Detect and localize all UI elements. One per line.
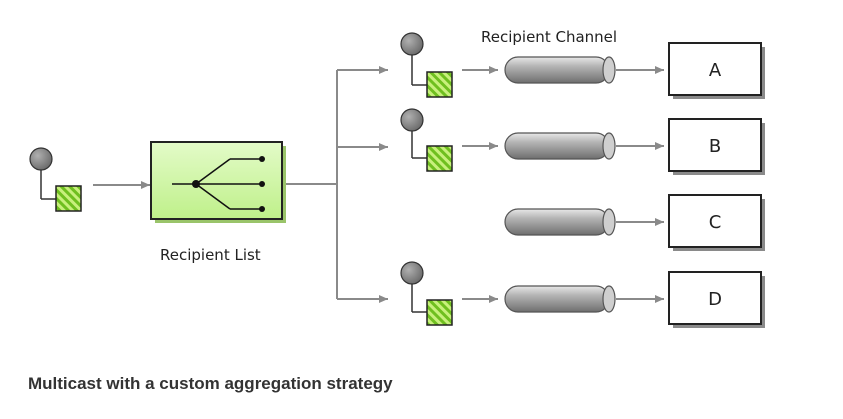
channel-pipe	[504, 132, 616, 160]
message-icon	[426, 71, 453, 98]
recipient-channel-label: Recipient Channel	[481, 28, 617, 46]
recipient-row-d: D	[400, 261, 765, 328]
sender-endpoint	[29, 147, 82, 212]
recipient-row-c: C	[504, 194, 765, 251]
recipient-label-a: A	[709, 60, 722, 81]
channel-pipe	[504, 208, 616, 236]
recipient-row-a: A	[400, 32, 765, 99]
endpoint-ball-icon	[29, 147, 53, 171]
endpoint-ball-icon	[400, 32, 424, 56]
message-icon	[55, 185, 82, 212]
message-icon	[426, 145, 453, 172]
channel-pipe	[504, 56, 616, 84]
recipient-label-b: B	[709, 136, 721, 157]
recipient-box-a	[668, 42, 762, 96]
diagram-caption: Multicast with a custom aggregation stra…	[28, 374, 393, 393]
recipient-box-b	[668, 118, 762, 172]
recipient-box-c	[668, 194, 762, 248]
recipient-list-diagram: Recipient List Recipient Channel A	[29, 28, 765, 328]
recipient-list-label: Recipient List	[160, 246, 261, 264]
recipient-label-c: C	[709, 212, 722, 233]
recipient-list-router	[150, 141, 286, 223]
recipient-label-d: D	[708, 289, 722, 310]
message-icon	[426, 299, 453, 326]
recipient-box-d	[668, 271, 762, 325]
endpoint-ball-icon	[400, 261, 424, 285]
channel-pipe	[504, 285, 616, 313]
fan-out-connectors	[286, 66, 388, 303]
recipient-row-b: B	[400, 108, 765, 175]
endpoint-ball-icon	[400, 108, 424, 132]
